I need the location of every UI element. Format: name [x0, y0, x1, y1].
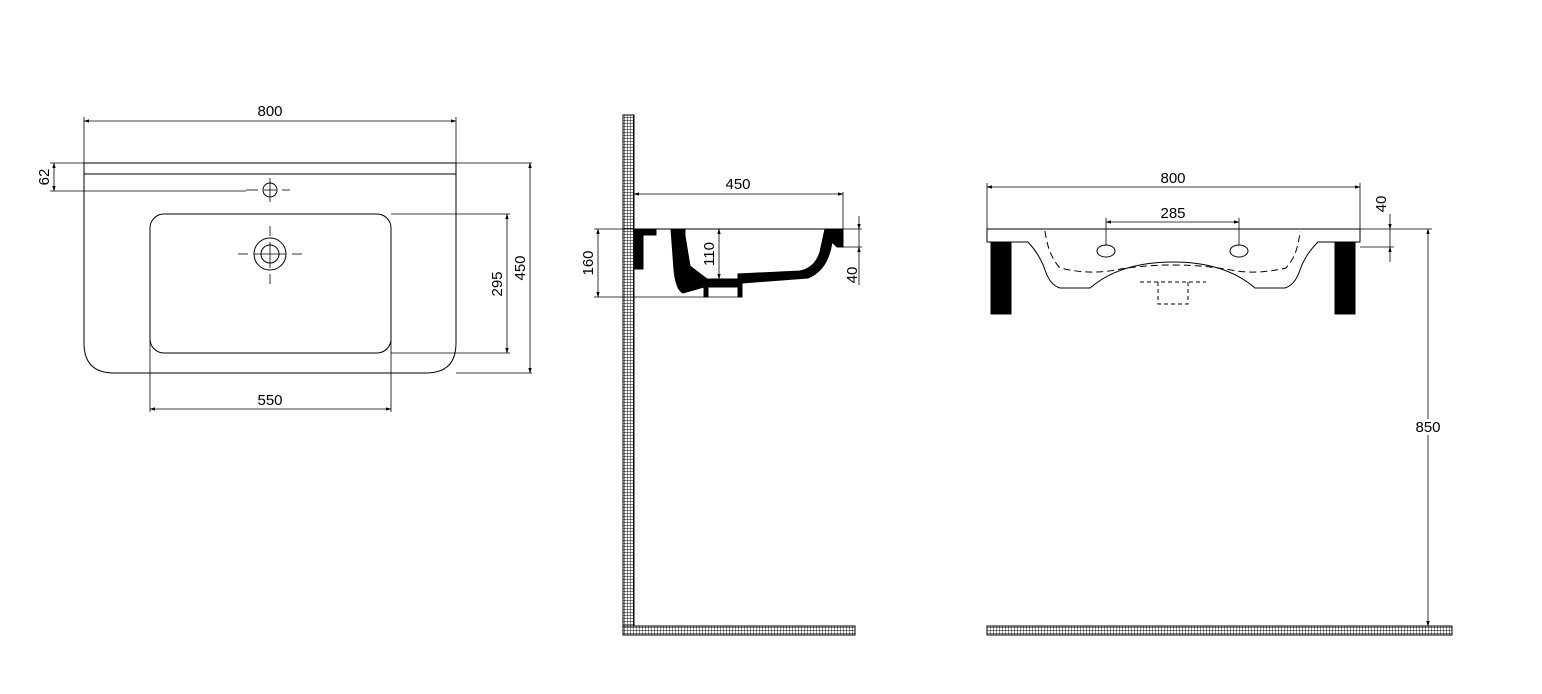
drain-symbol — [238, 226, 302, 284]
front-view: 800 285 40 850 — [986, 170, 1453, 636]
side-view-section-back — [633, 228, 657, 270]
top-view-bowl — [149, 213, 392, 354]
dim-label-basin-height: 110 — [701, 242, 718, 266]
dim-label-basin-depth: 295 — [489, 271, 506, 296]
dim-label-rim-depth: 62 — [36, 169, 53, 186]
front-view-basin-outline — [986, 228, 1361, 289]
dim-label-side-depth: 450 — [725, 176, 750, 193]
dim-label-width-total: 800 — [257, 103, 282, 120]
top-view-outline — [83, 162, 457, 374]
dim-label-front-rim-thickness: 40 — [1373, 196, 1390, 213]
bracket-left — [990, 241, 1012, 315]
dim-label-depth-total: 450 — [512, 255, 529, 280]
dim-label-front-width-total: 800 — [1160, 170, 1185, 187]
dim-label-side-rim-thickness: 40 — [844, 267, 861, 284]
top-view: 800 62 450 295 550 — [36, 103, 532, 412]
front-view-bowl-hidden — [1044, 230, 1301, 273]
side-view: 450 160 110 40 — [580, 114, 862, 636]
side-view-section-bowl — [670, 228, 844, 298]
front-view-floor — [986, 625, 1453, 636]
dim-label-mount-height: 850 — [1415, 419, 1440, 436]
dim-label-basin-width: 550 — [257, 392, 282, 409]
front-view-drain-hidden — [1157, 282, 1189, 305]
tap-hole-right — [1229, 244, 1249, 258]
tap-hole-symbol — [246, 178, 290, 202]
bracket-right — [1334, 241, 1356, 315]
dim-label-side-height: 160 — [580, 250, 597, 275]
dim-label-tap-spacing: 285 — [1160, 205, 1185, 222]
side-view-floor — [622, 625, 856, 636]
side-view-wall — [622, 114, 635, 636]
tap-hole-left — [1096, 244, 1116, 258]
